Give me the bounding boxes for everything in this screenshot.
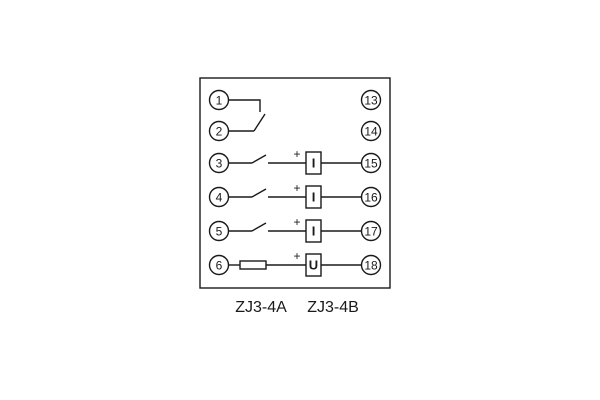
terminal-3-label: 3 xyxy=(216,156,223,170)
terminal-1-label: 1 xyxy=(216,93,223,107)
switch-blade-1-2 xyxy=(253,113,266,132)
current-coil-label-4: I xyxy=(312,190,316,205)
terminal-row-6: 6 + U 18 xyxy=(208,249,382,277)
switch-blade-5 xyxy=(251,222,267,232)
current-coil-label-3: I xyxy=(312,156,316,171)
terminal-17-circle xyxy=(360,220,382,242)
model-label-a: ZJ3-4A xyxy=(235,299,287,316)
terminal-2-label: 2 xyxy=(216,124,223,138)
terminal-5-label: 5 xyxy=(216,224,223,238)
terminal-15-label: 15 xyxy=(364,156,378,170)
terminal-13-circle xyxy=(360,89,382,111)
terminal-row-3: 3 + I 15 xyxy=(208,147,382,175)
terminal-14-circle xyxy=(360,120,382,142)
resistor xyxy=(239,260,267,270)
current-coil-label-5: I xyxy=(312,224,316,239)
switch-blade-3 xyxy=(251,154,267,164)
terminal-6-label: 6 xyxy=(216,258,223,272)
terminal-18-label: 18 xyxy=(364,258,378,272)
voltage-coil-label-6: U xyxy=(309,258,318,273)
switch-blade-4 xyxy=(251,188,267,198)
terminal-16-circle xyxy=(360,186,382,208)
terminal-4-label: 4 xyxy=(216,190,223,204)
terminal-row-2: 2 14 xyxy=(208,113,382,142)
polarity-plus-4: + xyxy=(293,181,300,195)
polarity-plus-5: + xyxy=(293,215,300,229)
polarity-plus-3: + xyxy=(293,147,300,161)
terminal-15-circle xyxy=(360,152,382,174)
contact-wire-from-1 xyxy=(228,99,261,112)
terminal-18-circle xyxy=(360,254,382,276)
terminal-13-label: 13 xyxy=(364,93,378,107)
terminal-row-1: 1 13 xyxy=(208,89,382,112)
terminal-16-label: 16 xyxy=(364,190,378,204)
terminal-14-label: 14 xyxy=(364,124,378,138)
terminal-17-label: 17 xyxy=(364,224,378,238)
polarity-plus-6: + xyxy=(293,249,300,263)
terminal-row-4: 4 + I 16 xyxy=(208,181,382,209)
terminal-row-5: 5 + I 17 xyxy=(208,215,382,243)
diagram-border xyxy=(199,77,391,289)
model-label-b: ZJ3-4B xyxy=(307,299,359,316)
